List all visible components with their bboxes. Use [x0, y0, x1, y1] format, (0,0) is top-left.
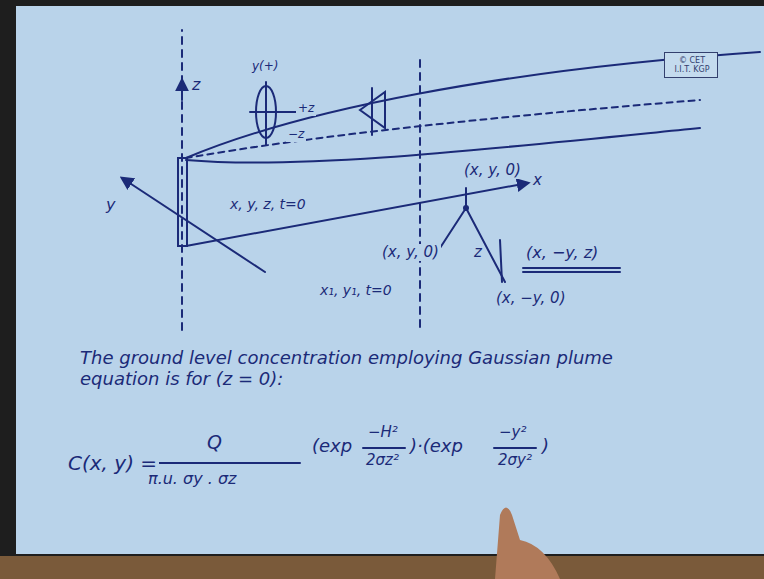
- equation-term: −H²: [366, 424, 400, 441]
- equation-term: )·(exp: [408, 436, 465, 457]
- equation-term: 2σz²: [364, 452, 401, 469]
- fraction-bar: [494, 447, 536, 449]
- fraction-bar: [140, 462, 300, 464]
- point: [463, 205, 469, 211]
- equation-term: −y²: [497, 424, 528, 441]
- equation-term: π.u. σy . σz: [146, 470, 238, 488]
- equation-term: Q: [205, 432, 224, 454]
- paper-sheet: [16, 6, 764, 554]
- coordinate-label: x, y, z, t=0: [228, 196, 308, 212]
- coordinate-label: y: [104, 196, 117, 214]
- z-arrow: [181, 80, 183, 100]
- stack: [178, 158, 187, 246]
- section-axis: [265, 82, 267, 145]
- watermark: © CET I.I.T. KGP: [670, 57, 714, 75]
- coordinate-label: x₁, y₁, t=0: [318, 282, 394, 298]
- image-line: [440, 208, 466, 248]
- desk-edge: [0, 556, 764, 579]
- image-line: [466, 208, 505, 282]
- pointing-hand: [495, 508, 560, 579]
- plume-upper: [186, 52, 760, 158]
- coordinate-label: −z: [286, 128, 306, 142]
- equation-term: (exp: [310, 436, 354, 457]
- coordinate-label: (x, −y, 0): [494, 290, 567, 307]
- z-axis: [181, 30, 183, 330]
- section-axis: [371, 88, 373, 135]
- y-axis: [122, 178, 265, 272]
- underline: [523, 267, 620, 269]
- equation-term: 2σy²: [496, 452, 534, 469]
- equation-term: ): [540, 436, 551, 457]
- coordinate-label: y(+): [250, 60, 281, 74]
- image-line: [500, 240, 502, 282]
- coordinate-label: +z: [296, 102, 316, 116]
- plume-centerline: [186, 100, 700, 158]
- x-axis: [186, 183, 528, 246]
- receptor-line: [419, 60, 421, 330]
- section-axis: [250, 111, 300, 113]
- watermark-box: © CET I.I.T. KGP: [664, 52, 718, 78]
- underline: [523, 271, 620, 273]
- coordinate-label: z: [472, 244, 484, 261]
- coordinate-label: z: [190, 76, 202, 94]
- coordinate-label: (x, y, 0): [380, 244, 441, 261]
- coordinate-label: (x, y, 0): [462, 162, 523, 179]
- coordinate-label: (x, −y, z): [524, 244, 600, 262]
- fraction-bar: [363, 447, 405, 449]
- coordinate-label: x: [531, 172, 544, 189]
- note: The ground level concentration employing…: [78, 348, 642, 389]
